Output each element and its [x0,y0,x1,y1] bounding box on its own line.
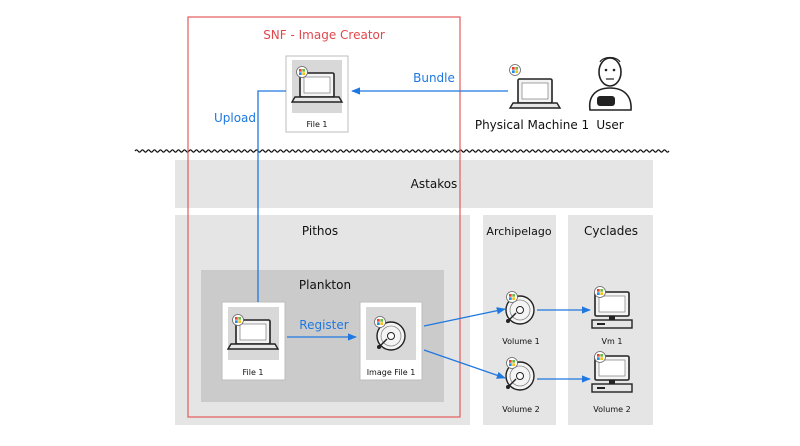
upload-line [257,90,286,302]
upload-label: Upload [214,111,256,125]
archipelago-label: Archipelago [486,225,551,238]
astakos-label: Astakos [411,177,458,191]
user-label: User [596,118,623,132]
physical-machine-label: Physical Machine 1 [475,118,589,132]
vm-2-desktop-icon [591,351,633,393]
volume-1-label: Volume 1 [502,337,539,346]
creator-file-icon [285,55,349,133]
image-to-volume-1-arrow [423,307,506,327]
plankton-label: Plankton [299,278,351,292]
vm-1-desktop-icon [591,286,633,329]
image-file-label: Image File 1 [367,368,416,377]
plankton-file-icon [221,301,286,381]
plankton-file-label: File 1 [242,368,263,377]
image-creator-frame [187,16,461,418]
bundle-label: Bundle [413,71,455,85]
image-to-volume-2-arrow [423,349,506,379]
creator-file-label: File 1 [306,120,327,129]
vm-2-label: Volume 2 [593,405,630,414]
register-label: Register [299,318,348,332]
volume-2-label: Volume 2 [502,405,539,414]
cyclades-label: Cyclades [584,224,638,238]
user-person-icon [588,56,632,111]
physical-machine-laptop-icon [509,64,561,109]
vm-1-label: Vm 1 [602,337,623,346]
image-file-disk-icon [359,301,423,381]
image-creator-title: SNF - Image Creator [263,28,385,42]
astakos-panel [175,160,653,208]
pithos-label: Pithos [302,224,338,238]
network-boundary-wave [134,149,670,153]
